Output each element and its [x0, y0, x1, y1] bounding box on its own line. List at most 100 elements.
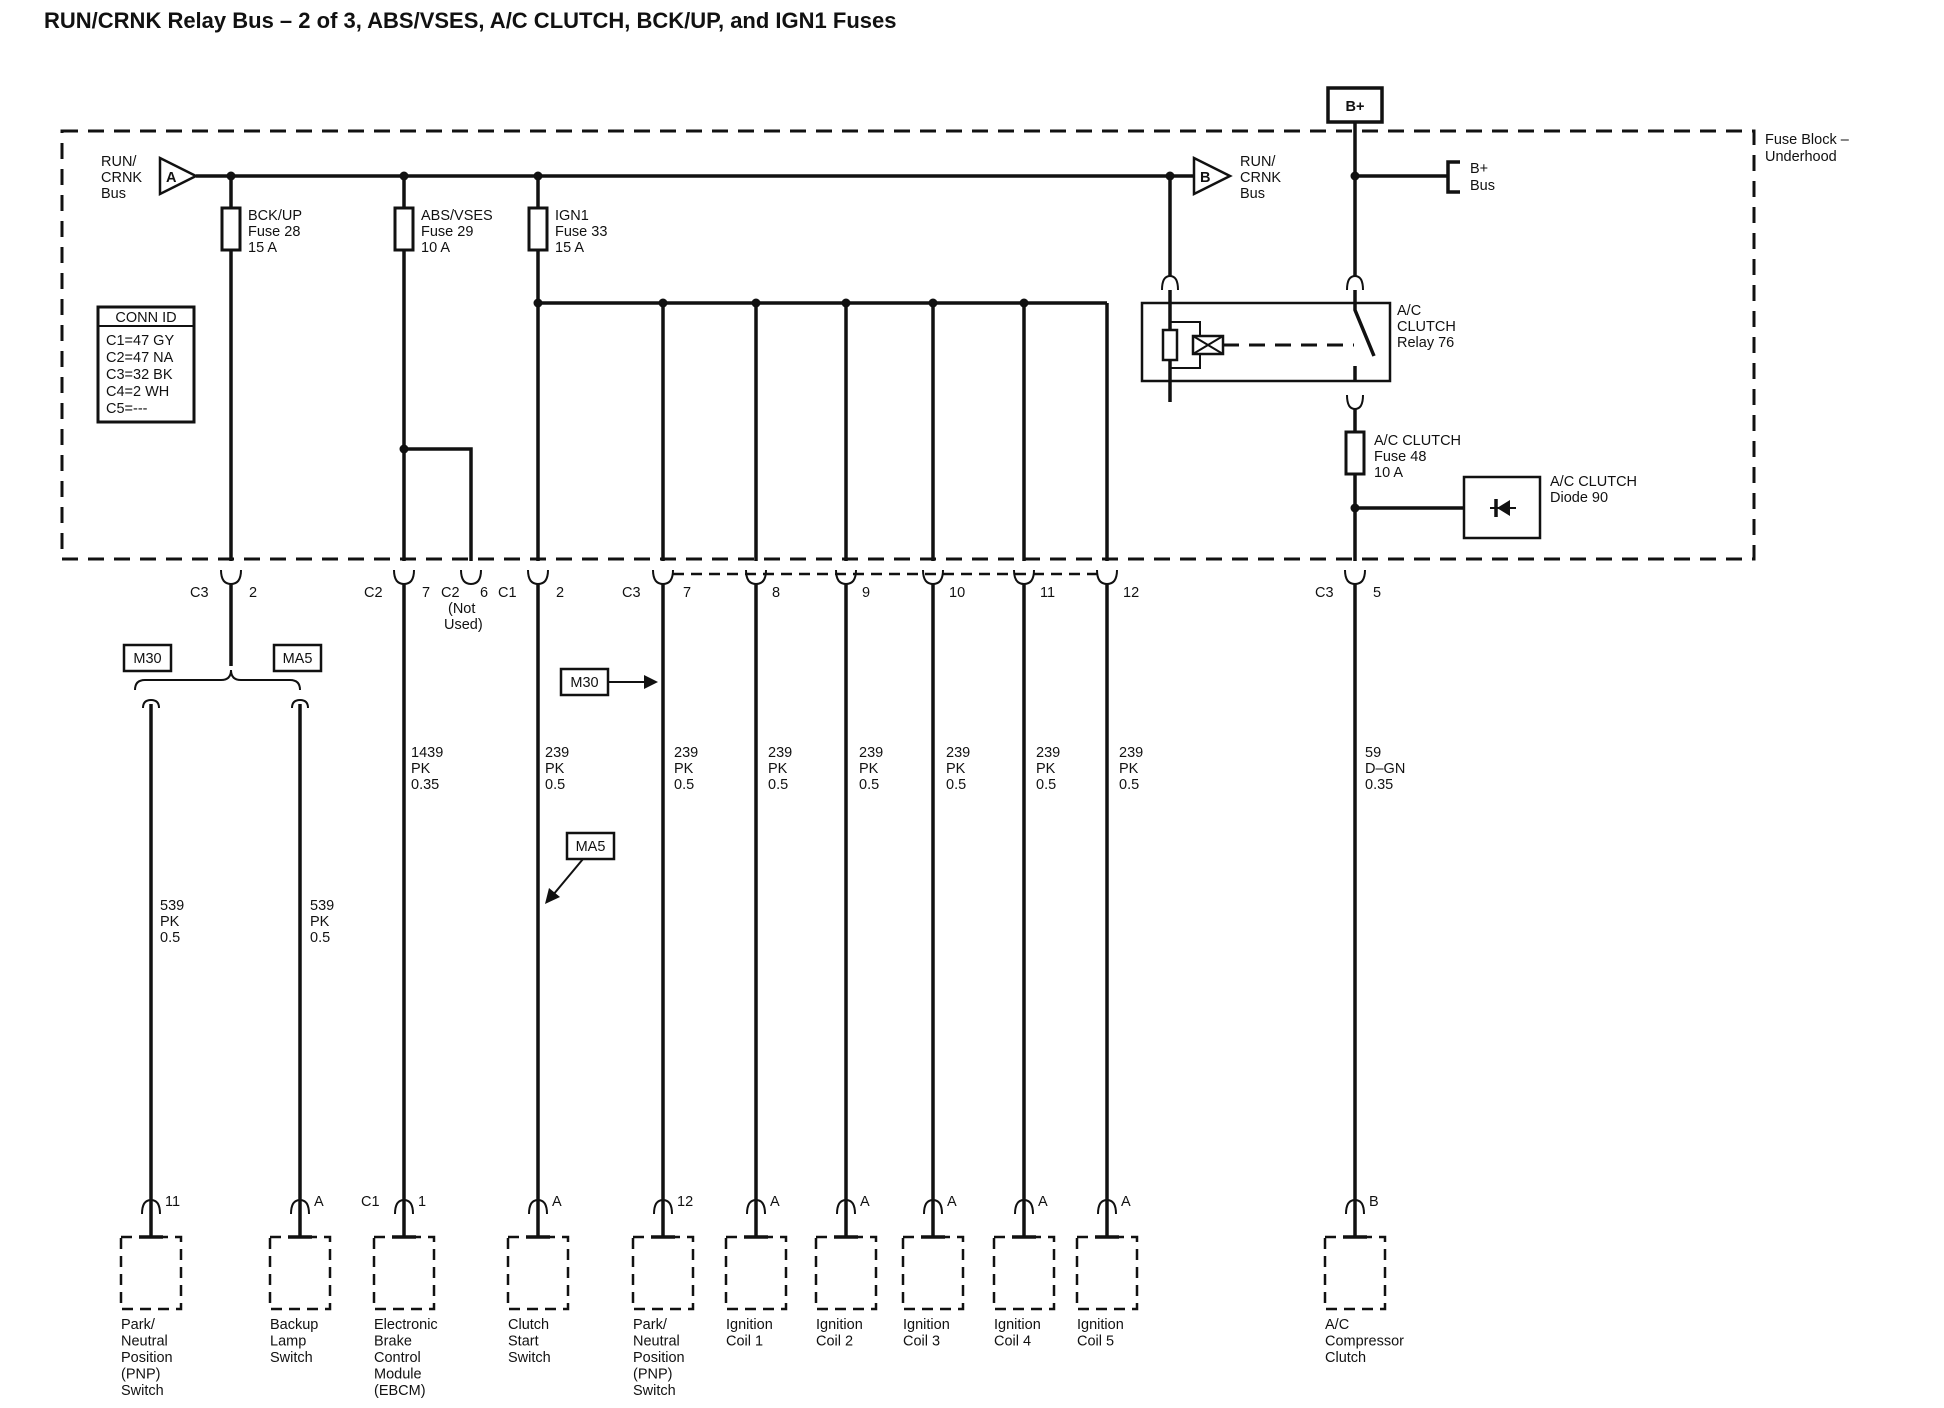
svg-text:D–GN: D–GN: [1365, 761, 1405, 777]
component-name-line: A/C: [1325, 1317, 1349, 1333]
svg-text:M30: M30: [133, 651, 161, 667]
svg-text:Fuse Block –: Fuse Block –: [1765, 132, 1850, 148]
svg-text:2: 2: [556, 585, 564, 601]
component-pin-label: 11: [165, 1194, 180, 1210]
component-pin-label: B: [1369, 1194, 1379, 1210]
component-name-line: Neutral: [121, 1334, 168, 1350]
svg-text:BCK/UP: BCK/UP: [248, 208, 302, 224]
svg-text:239: 239: [1036, 745, 1060, 761]
svg-text:Relay 76: Relay 76: [1397, 335, 1454, 351]
svg-text:(Not: (Not: [448, 601, 475, 617]
svg-text:0.35: 0.35: [1365, 777, 1393, 793]
svg-text:10 A: 10 A: [421, 240, 450, 256]
svg-text:2: 2: [249, 585, 257, 601]
wire-label-239-5: 239 PK 0.5: [946, 745, 970, 793]
svg-text:239: 239: [768, 745, 792, 761]
component-name-line: Switch: [633, 1383, 676, 1399]
component-name-line: Ignition: [994, 1317, 1041, 1333]
component-name-line: Backup: [270, 1317, 318, 1333]
component-name-line: (PNP): [633, 1367, 672, 1383]
component-pin-label: A: [1038, 1194, 1048, 1210]
svg-text:B+: B+: [1470, 161, 1488, 177]
svg-text:0.35: 0.35: [411, 777, 439, 793]
svg-text:12: 12: [1123, 585, 1139, 601]
svg-text:Bus: Bus: [101, 186, 126, 202]
svg-text:PK: PK: [1119, 761, 1139, 777]
ma5-pointer: MA5: [545, 831, 616, 904]
m30-pointer: M30: [559, 667, 658, 697]
component-name-line: Electronic: [374, 1317, 438, 1333]
connector-row: [220, 569, 1366, 586]
component-name-line: Coil 3: [903, 1334, 940, 1350]
svg-text:10: 10: [949, 585, 965, 601]
svg-text:PK: PK: [160, 914, 180, 930]
svg-text:10 A: 10 A: [1374, 465, 1403, 481]
ac-clutch-diode: A/C CLUTCH Diode 90: [1350, 474, 1637, 540]
svg-text:CRNK: CRNK: [1240, 170, 1281, 186]
abs-vses-fuse: ABS/VSES Fuse 29 10 A: [393, 176, 493, 561]
svg-text:8: 8: [772, 585, 780, 601]
svg-text:0.5: 0.5: [768, 777, 788, 793]
diagram-title: RUN/CRNK Relay Bus – 2 of 3, ABS/VSES, A…: [44, 8, 896, 33]
svg-text:B+: B+: [1346, 99, 1365, 115]
b-plus-feed: B+ Bus: [1346, 122, 1495, 291]
wire-label-239-3: 239 PK 0.5: [768, 745, 792, 793]
svg-text:MA5: MA5: [283, 651, 313, 667]
component-name-line: Coil 4: [994, 1334, 1031, 1350]
svg-text:11: 11: [1040, 585, 1055, 601]
component-pin-label: 12: [677, 1194, 693, 1210]
component-name-line: Ignition: [903, 1317, 950, 1333]
svg-text:C3: C3: [622, 585, 641, 601]
component-name-line: Clutch: [508, 1317, 549, 1333]
svg-text:Underhood: Underhood: [1765, 149, 1837, 165]
svg-text:0.5: 0.5: [545, 777, 565, 793]
component-name-line: Ignition: [816, 1317, 863, 1333]
component-name-line: Park/: [633, 1317, 668, 1333]
svg-text:C1: C1: [498, 585, 517, 601]
component-name-line: Control: [374, 1350, 421, 1366]
wire-label-539-a: 539 PK 0.5: [160, 898, 184, 946]
component-pin-label: A: [947, 1194, 957, 1210]
ign1-branches: [658, 298, 1109, 561]
svg-text:0.5: 0.5: [674, 777, 694, 793]
ac-clutch-fuse: A/C CLUTCH Fuse 48 10 A: [1344, 409, 1461, 561]
svg-text:C3: C3: [1315, 585, 1334, 601]
component-pin-label: 1: [418, 1194, 426, 1210]
svg-text:C2: C2: [364, 585, 383, 601]
ac-clutch-relay: A/C CLUTCH Relay 76: [1140, 290, 1456, 411]
wire-label-1439: 1439 PK 0.35: [411, 745, 443, 793]
svg-text:239: 239: [946, 745, 970, 761]
svg-text:M30: M30: [570, 675, 598, 691]
component-name-line: Position: [633, 1350, 685, 1366]
svg-text:15 A: 15 A: [555, 240, 584, 256]
svg-text:539: 539: [310, 898, 334, 914]
wire-label-239-1: 239 PK 0.5: [545, 745, 569, 793]
component-pin-label: A: [770, 1194, 780, 1210]
svg-text:PK: PK: [859, 761, 879, 777]
component-pin-label: A: [314, 1194, 324, 1210]
svg-text:Bus: Bus: [1470, 178, 1495, 194]
svg-text:A/C CLUTCH: A/C CLUTCH: [1374, 433, 1461, 449]
svg-text:239: 239: [674, 745, 698, 761]
svg-text:C3: C3: [190, 585, 209, 601]
run-crnk-bus-b: B RUN/ CRNK Bus: [1192, 154, 1281, 202]
component-name-line: (PNP): [121, 1367, 160, 1383]
connector-labels: C3 2 C2 7 C2 6 (Not Used) C1 2 C3 7 8 9 …: [190, 585, 1381, 633]
svg-text:C2=47 NA: C2=47 NA: [106, 350, 174, 366]
bus-a-arrow: [158, 155, 199, 197]
svg-text:PK: PK: [1036, 761, 1056, 777]
svg-text:PK: PK: [768, 761, 788, 777]
component-name-line: Switch: [508, 1350, 551, 1366]
component-name-line: Lamp: [270, 1334, 306, 1350]
component-pin-label: A: [552, 1194, 562, 1210]
svg-text:7: 7: [422, 585, 430, 601]
svg-text:Diode 90: Diode 90: [1550, 490, 1608, 506]
svg-text:CRNK: CRNK: [101, 170, 142, 186]
component-name-line: Neutral: [633, 1334, 680, 1350]
fuse-block-outline: [60, 129, 1756, 561]
